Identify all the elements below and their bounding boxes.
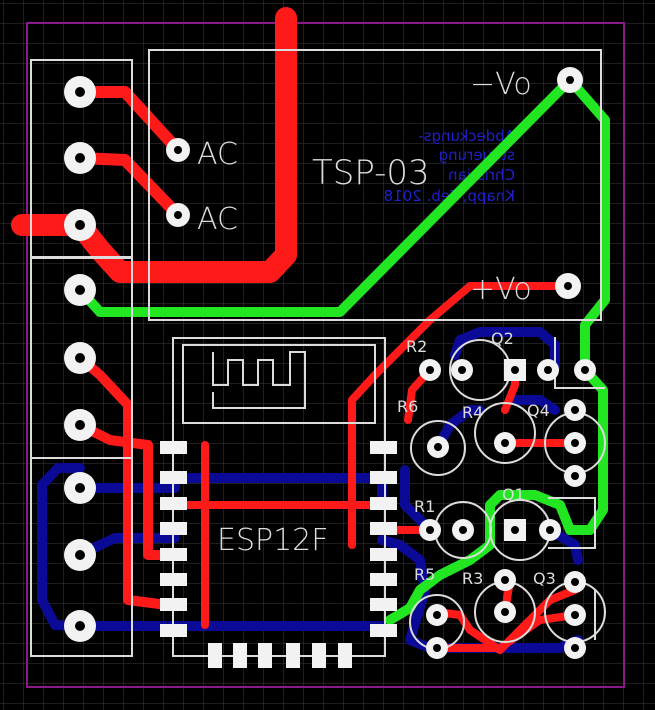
green-trace-vneg — [385, 75, 610, 625]
top-trace-vpos — [348, 282, 572, 462]
silkscreen-labels: TSP-03 AC AC −Vo +Vo ESP12F R2 Q2 R6 R4 … — [197, 67, 556, 588]
tsp-module-outline — [148, 49, 602, 321]
esp12f-pads — [160, 441, 397, 668]
component-pads — [419, 359, 596, 659]
ac2-label: AC — [197, 202, 238, 237]
vneg-label: −Vo — [470, 67, 532, 102]
bottom-trace-q4 — [510, 395, 560, 415]
bottom-trace-gpio-right — [377, 535, 583, 653]
r6-outline — [410, 420, 466, 476]
esp12f-antenna-outline — [182, 344, 376, 424]
bottom-trace-r1 — [400, 465, 435, 535]
mcu-name-label: ESP12F — [217, 523, 329, 558]
r5-label: R5 — [414, 565, 435, 584]
top-trace-gpio-down — [75, 353, 180, 611]
module-name-label: TSP-03 — [312, 153, 430, 193]
board-outline — [26, 22, 625, 688]
esp12f-antenna-trace — [212, 351, 306, 409]
tsp-pads — [166, 67, 583, 299]
r1-label: R1 — [414, 497, 435, 516]
ac1-label: AC — [197, 137, 238, 172]
r4-outline — [474, 402, 536, 464]
r2-label: R2 — [406, 337, 427, 356]
q2-label: Q2 — [491, 329, 514, 348]
r4-label: R4 — [462, 403, 483, 422]
q1-label: Q1 — [502, 485, 525, 504]
pads — [64, 67, 596, 668]
r3-label: R3 — [462, 569, 483, 588]
q4-label: Q4 — [527, 401, 550, 420]
header-pads — [64, 76, 96, 642]
bottom-trace-q2-left — [450, 327, 520, 360]
q3-label: Q3 — [533, 569, 556, 588]
vpos-label: +Vo — [470, 272, 532, 307]
bottom-trace-header-loop — [37, 463, 85, 631]
top-trace-header-row6 — [75, 420, 180, 560]
top-trace-r5 — [433, 611, 579, 652]
r6-label: R6 — [397, 397, 418, 416]
bottom-trace-r6 — [433, 405, 485, 452]
bottom-text-line1: Abdeckungs- — [418, 127, 515, 145]
